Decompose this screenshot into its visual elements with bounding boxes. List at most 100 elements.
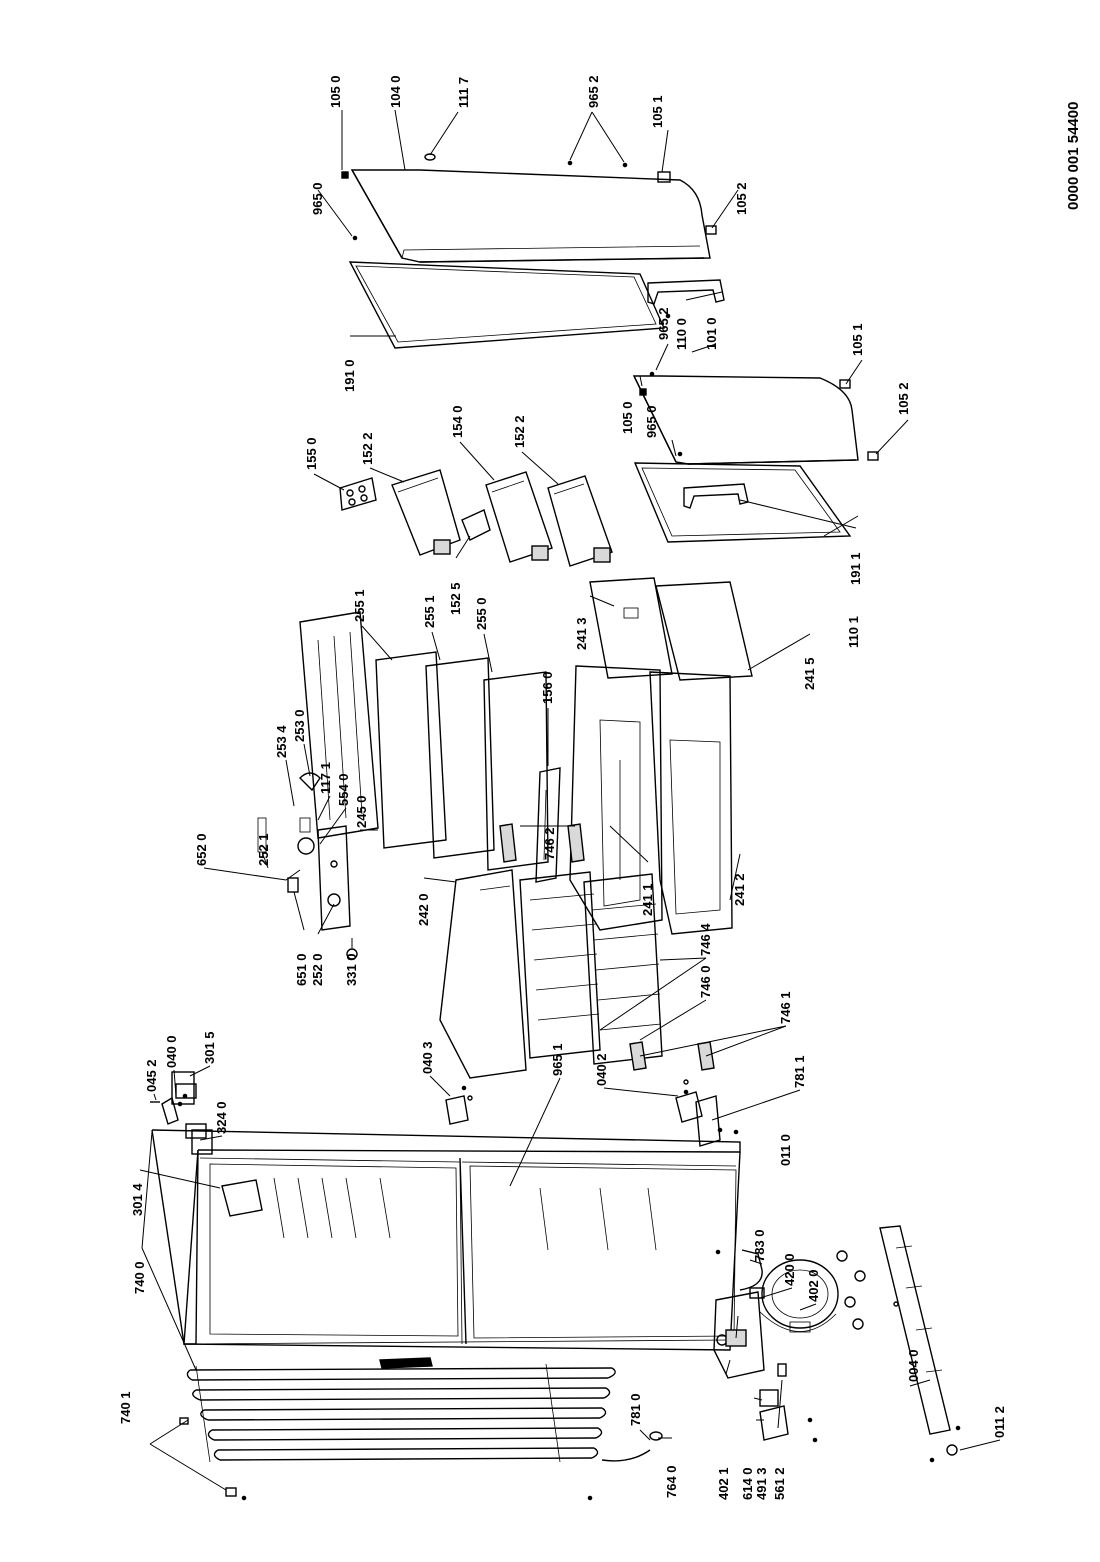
callout-561-2: 561 2 (772, 1467, 787, 1500)
callout-301-4: 301 4 (130, 1183, 145, 1216)
compressor (749, 1259, 839, 1333)
callout-152-2-a: 152 2 (360, 432, 375, 465)
callout-117-1: 117 1 (318, 762, 333, 794)
callout-104-0: 104 0 (388, 75, 403, 108)
glass-shelf-2 (375, 651, 447, 849)
upper-door-handle (647, 279, 725, 305)
callout-746-2: 746 2 (542, 827, 557, 860)
lower-door (632, 371, 879, 465)
cover-plate (171, 1071, 213, 1155)
glass-shelf-3 (425, 657, 495, 859)
evaporator-grid-upper (519, 871, 601, 1059)
egg-tray (339, 477, 377, 511)
pipe (739, 1249, 763, 1291)
cabinet (151, 1129, 741, 1351)
hinge-middle (445, 1095, 473, 1125)
callout-111-7: 111 7 (456, 77, 471, 108)
fasteners (177, 1085, 818, 1443)
shelf-support-lower (629, 1041, 715, 1071)
callout-781-1: 781 1 (792, 1055, 807, 1088)
callout-740-0: 740 0 (132, 1261, 147, 1294)
callout-241-5: 241 5 (802, 657, 817, 690)
callout-101-0: 101 0 (704, 317, 719, 350)
callout-420-0: 420 0 (782, 1253, 797, 1286)
callout-105-2-b: 105 2 (896, 382, 911, 415)
callout-156-0: 156 0 (540, 671, 555, 704)
door-balcony-middle (485, 471, 553, 563)
hinge-lower (675, 1079, 721, 1147)
callout-040-0: 040 0 (164, 1035, 179, 1068)
callout-746-0: 746 0 (698, 965, 713, 998)
callout-783-0: 783 0 (752, 1229, 767, 1262)
compressor-base-plate (879, 1225, 961, 1463)
callout-746-1: 746 1 (778, 991, 793, 1024)
door-balcony-bottom (547, 475, 613, 567)
callout-labels: 105 0 104 0 111 7 965 2 105 1 965 0 105 … (118, 75, 1007, 1500)
glass-shelf-1 (299, 611, 379, 839)
callout-746-4: 746 4 (698, 923, 713, 956)
glass-shelf-4 (483, 671, 549, 871)
callout-255-1-b: 255 1 (422, 595, 437, 628)
callout-040-3: 040 3 (420, 1041, 435, 1074)
callout-764-0: 764 0 (664, 1465, 679, 1498)
callout-154-0: 154 0 (450, 405, 465, 438)
leader-lines (139, 109, 1001, 1491)
callout-252-1: 252 1 (256, 833, 271, 866)
evaporator-grid-lower (583, 873, 663, 1065)
crisper-cover (535, 767, 561, 883)
condenser-clips (179, 1417, 593, 1501)
callout-491-3: 491 3 (754, 1467, 769, 1500)
callout-241-1: 241 1 (640, 883, 655, 916)
callout-004-0: 004 0 (906, 1349, 921, 1382)
callout-155-0: 155 0 (304, 437, 319, 470)
callout-651-0: 651 0 (294, 953, 309, 986)
freezer-basket (439, 869, 527, 1079)
callout-245-0: 245 0 (354, 795, 369, 828)
callout-105-1-a: 105 1 (650, 95, 665, 128)
shelf-support-upper (499, 823, 585, 863)
callout-965-0-b: 965 0 (644, 405, 659, 438)
callout-652-0: 652 0 (194, 833, 209, 866)
callout-242-0: 242 0 (416, 893, 431, 926)
freezer-drawer-2 (649, 671, 733, 935)
callout-252-0: 252 0 (310, 953, 325, 986)
bottle-holder (461, 509, 491, 541)
callout-253-0: 253 0 (292, 709, 307, 742)
callout-105-0-b: 105 0 (620, 401, 635, 434)
callout-105-0-a: 105 0 (328, 75, 343, 108)
callout-402-1: 402 1 (716, 1467, 731, 1500)
callout-152-5: 152 5 (448, 582, 463, 615)
callout-554-0: 554 0 (336, 773, 351, 806)
callout-740-1: 740 1 (118, 1391, 133, 1424)
upper-door-gasket (348, 261, 666, 349)
callout-011-2: 011 2 (992, 1406, 1007, 1438)
callout-110-0: 110 0 (674, 318, 689, 350)
callout-255-1-a: 255 1 (352, 589, 367, 622)
callout-965-1: 965 1 (550, 1043, 565, 1076)
callout-105-2-a: 105 2 (734, 182, 749, 215)
callout-324-0: 324 0 (214, 1101, 229, 1134)
callout-255-0: 255 0 (474, 597, 489, 630)
drain-tube (601, 1431, 663, 1462)
callout-011-0: 011 0 (778, 1134, 793, 1166)
upper-door (350, 169, 711, 263)
callout-191-1: 191 1 (848, 552, 863, 585)
callout-301-5: 301 5 (202, 1031, 217, 1064)
drawer-front-2 (655, 581, 753, 681)
hinge-parts-upper (341, 153, 717, 319)
callout-614-0: 614 0 (740, 1467, 755, 1500)
callout-152-2-b: 152 2 (512, 415, 527, 448)
callout-045-2: 045 2 (144, 1059, 159, 1092)
starter-relay (759, 1363, 789, 1441)
callout-040-2: 040 2 (594, 1053, 609, 1086)
lower-door-gasket (633, 462, 852, 543)
callout-402-0: 402 0 (806, 1269, 821, 1302)
document-number: 0000 001 54400 (1065, 102, 1082, 210)
callout-965-2-b: 965 2 (656, 307, 671, 340)
condenser (186, 1357, 616, 1463)
callout-965-2-a: 965 2 (586, 75, 601, 108)
callout-781-0: 781 0 (628, 1393, 643, 1426)
door-balcony-top (391, 469, 461, 556)
callout-331-0: 331 0 (344, 953, 359, 986)
callout-110-1: 110 1 (846, 616, 861, 648)
